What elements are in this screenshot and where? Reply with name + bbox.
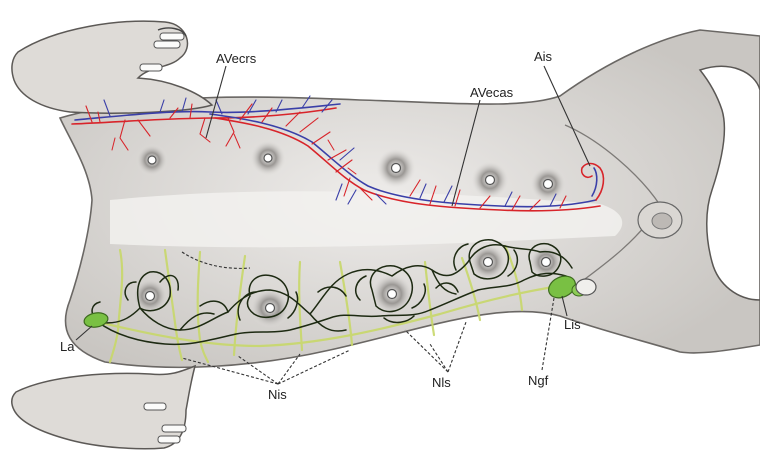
label-nls: Nls [432, 376, 451, 390]
label-la: La [60, 340, 74, 354]
foreleg-lower [12, 366, 195, 449]
body-silhouette [60, 30, 760, 367]
label-avecrs: AVecrs [216, 52, 256, 66]
label-nis: Nis [268, 388, 287, 402]
label-avecas: AVecas [470, 86, 513, 100]
label-ais: Ais [534, 50, 552, 64]
foreleg-upper [12, 21, 212, 113]
label-lis: Lis [564, 318, 581, 332]
label-ngf: Ngf [528, 374, 548, 388]
